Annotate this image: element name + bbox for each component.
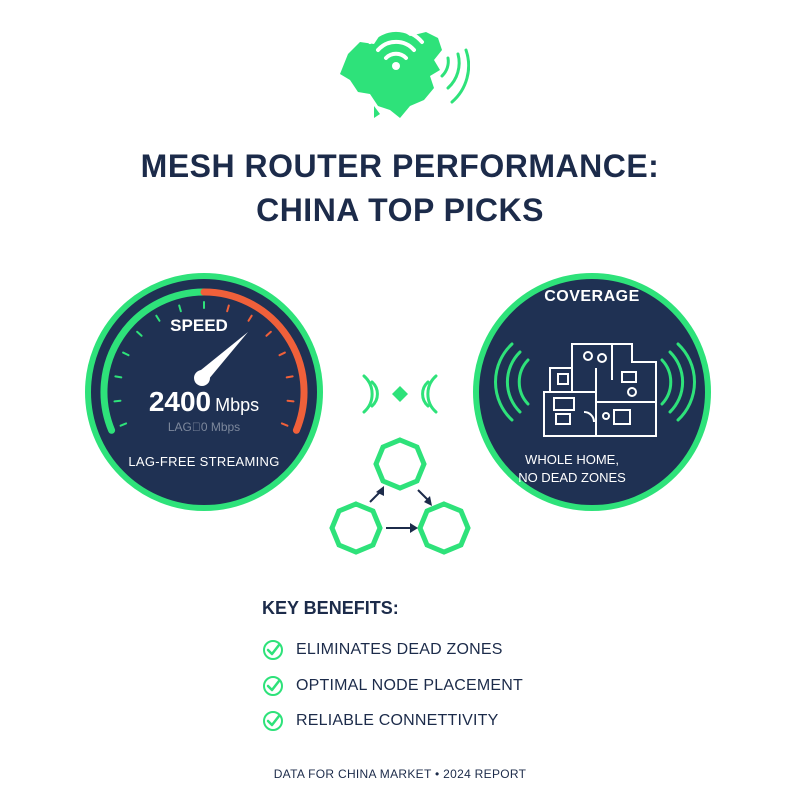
coverage-title: COVERAGE (544, 288, 640, 305)
gauge-tick (178, 304, 182, 313)
gauge-tick (226, 304, 230, 313)
gauge-tick (278, 351, 286, 357)
check-circle-icon (263, 676, 283, 696)
mesh-arrows (369, 486, 432, 533)
benefit-item: ELIMINATES DEAD ZONES (262, 638, 503, 662)
coverage-caption-line-1: WHOLE HOME, (525, 452, 619, 467)
footer-text: DATA FOR CHINA MARKET • 2024 REPORT (273, 767, 527, 781)
signal-waves-left-icon (494, 342, 530, 422)
speed-value: 2400 (148, 386, 212, 417)
gauge-tick (280, 422, 289, 427)
page-title-line-1: MESH ROUTER PERFORMANCE: (140, 148, 660, 184)
mesh-node-right (417, 501, 471, 555)
benefit-item: OPTIMAL NODE PLACEMENT (262, 674, 523, 698)
coverage-caption-line-2: NO DEAD ZONES (518, 470, 626, 485)
benefit-text: ELIMINATES DEAD ZONES (296, 641, 503, 658)
benefit-text: OPTIMAL NODE PLACEMENT (296, 677, 523, 694)
gauge-tick (113, 399, 122, 403)
speed-gauge (85, 273, 323, 511)
speed-label: SPEED (170, 316, 228, 335)
floor-plan-icon (543, 343, 657, 437)
page-title-line-2: CHINA TOP PICKS (256, 192, 544, 228)
gauge-tick (285, 375, 294, 379)
gauge-tick (265, 330, 272, 337)
benefit-text: RELIABLE CONNETTIVITY (296, 712, 499, 729)
gauge-tick (286, 399, 295, 403)
speed-sub-label: LAG᪲0 Mbps (167, 420, 241, 434)
mesh-node-top (373, 437, 427, 491)
china-map-wifi-icon (340, 27, 470, 118)
speed-unit: Mbps (215, 395, 260, 415)
gauge-tick (122, 351, 130, 357)
coverage-panel (473, 273, 711, 511)
gauge-arc-orange (200, 288, 308, 434)
check-circle-icon (263, 640, 283, 660)
gauge-tick (247, 314, 253, 322)
benefit-item: RELIABLE CONNETTIVITY (262, 709, 498, 733)
gauge-needle (194, 332, 248, 386)
signal-icon (362, 374, 438, 414)
mesh-node-left (329, 501, 383, 555)
mesh-nodes-icon (329, 374, 471, 555)
gauge-tick (119, 422, 128, 427)
gauge-arc-green (100, 288, 208, 434)
gauge-ticks (113, 301, 295, 427)
check-circle-icon (263, 711, 283, 731)
gauge-tick (155, 314, 161, 322)
gauge-tick (136, 330, 143, 337)
speed-caption: LAG-FREE STREAMING (128, 454, 280, 469)
gauge-tick (114, 375, 123, 379)
signal-waves-right-icon (660, 342, 696, 422)
benefits-title: KEY BENEFITS: (262, 598, 399, 618)
